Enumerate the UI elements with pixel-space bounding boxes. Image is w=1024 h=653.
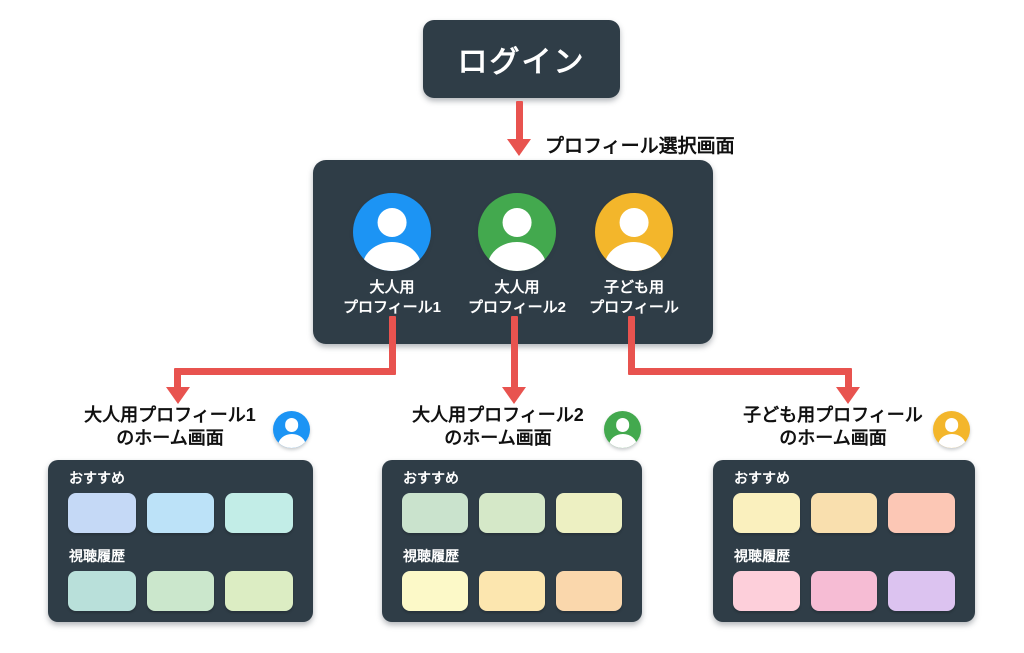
content-tile [479,571,545,611]
user-avatar-icon [933,411,970,448]
arrow-profile1-seg-v [389,316,396,372]
profile-item-label: 大人用 プロフィール1 [331,278,453,319]
home3-title-line2: のホーム画面 [779,427,887,448]
content-tile [146,571,215,611]
profile-select-screen-label: プロフィール選択画面 [545,136,735,157]
history-label: 視聴履歴 [403,548,459,564]
history-label: 視聴履歴 [734,548,790,564]
content-tile [733,493,800,533]
recommended-row [402,493,622,533]
user-avatar-icon [273,411,310,448]
profile-item-label: 子ども用 プロフィール [573,278,695,319]
home2-title-line1: 大人用プロフィール2 [412,405,584,425]
avatar-body [362,242,422,271]
avatar-body [937,434,966,448]
history-row [733,571,956,611]
history-row [68,571,294,611]
profile-label-line2: プロフィール [589,299,679,317]
avatar-head [619,207,649,237]
login-label: ログイン [457,46,586,79]
recommended-label: おすすめ [734,470,790,486]
arrowhead-down-icon [166,387,190,404]
home1-title-line2: のホーム画面 [116,427,224,448]
content-tile [68,571,136,611]
avatar-body [608,434,637,448]
avatar-head [377,207,407,237]
profile-label-line1: 大人用 [369,279,415,296]
user-avatar-icon [478,193,556,271]
avatar-head [944,418,959,432]
recommended-row [68,493,294,533]
history-label: 視聴履歴 [69,548,125,564]
arrow-profile3-seg-v2 [845,372,852,389]
avatar-head [284,418,299,432]
profile-item-adult2: 大人用 プロフィール2 [456,193,578,319]
recommended-row [733,493,956,533]
home3-title: 子ども用プロフィール のホーム画面 [718,404,948,449]
content-tile [888,571,956,611]
profile-label-line2: プロフィール2 [467,299,567,317]
profile-select-panel: 大人用 プロフィール1 大人用 プロフィール2 子ども用 プロフィール [313,160,713,344]
arrow-profile1-seg-v2 [174,372,181,389]
home1-title: 大人用プロフィール1 のホーム画面 [55,404,285,449]
profile-item-label: 大人用 プロフィール2 [456,278,578,319]
content-tile [479,493,545,533]
arrowhead-down-icon [502,387,526,404]
profile-label-line1: 子ども用 [603,279,664,296]
home1-panel: おすすめ 視聴履歴 [48,460,313,622]
profile-label-line1: 大人用 [494,279,540,296]
home3-title-line1: 子ども用プロフィール [743,405,923,425]
login-node: ログイン [423,20,620,98]
content-tile [810,571,878,611]
recommended-label: おすすめ [69,470,125,486]
arrow-login-to-profile [516,101,523,141]
arrow-profile2-seg-v [511,316,518,388]
home3-panel: おすすめ 視聴履歴 [713,460,975,622]
arrow-profile1-seg-h [174,368,396,375]
content-tile [810,493,878,533]
user-avatar-icon [353,193,431,271]
arrowhead-down-icon [836,387,860,404]
arrowhead-down-icon [507,139,531,156]
avatar-head [615,418,630,432]
content-tile [556,571,622,611]
content-tile [225,493,294,533]
content-tile [225,571,294,611]
profile-label-line2: プロフィール1 [342,299,442,317]
home1-title-line1: 大人用プロフィール1 [84,405,256,425]
avatar-body [487,242,547,271]
profile-item-kids: 子ども用 プロフィール [573,193,695,319]
content-tile [733,571,800,611]
home2-title-line2: のホーム画面 [444,427,552,448]
arrow-profile3-seg-h [628,368,852,375]
home2-panel: おすすめ 視聴履歴 [382,460,642,622]
arrow-profile3-seg-v [628,316,635,372]
content-tile [556,493,622,533]
content-tile [68,493,136,533]
content-tile [146,493,215,533]
content-tile [402,493,468,533]
profile-item-adult1: 大人用 プロフィール1 [331,193,453,319]
avatar-body [604,242,664,271]
user-avatar-icon [604,411,641,448]
history-row [402,571,622,611]
avatar-head [502,207,532,237]
content-tile [888,493,956,533]
avatar-body [277,434,306,448]
home2-title: 大人用プロフィール2 のホーム画面 [383,404,613,449]
content-tile [402,571,468,611]
recommended-label: おすすめ [403,470,459,486]
user-avatar-icon [595,193,673,271]
